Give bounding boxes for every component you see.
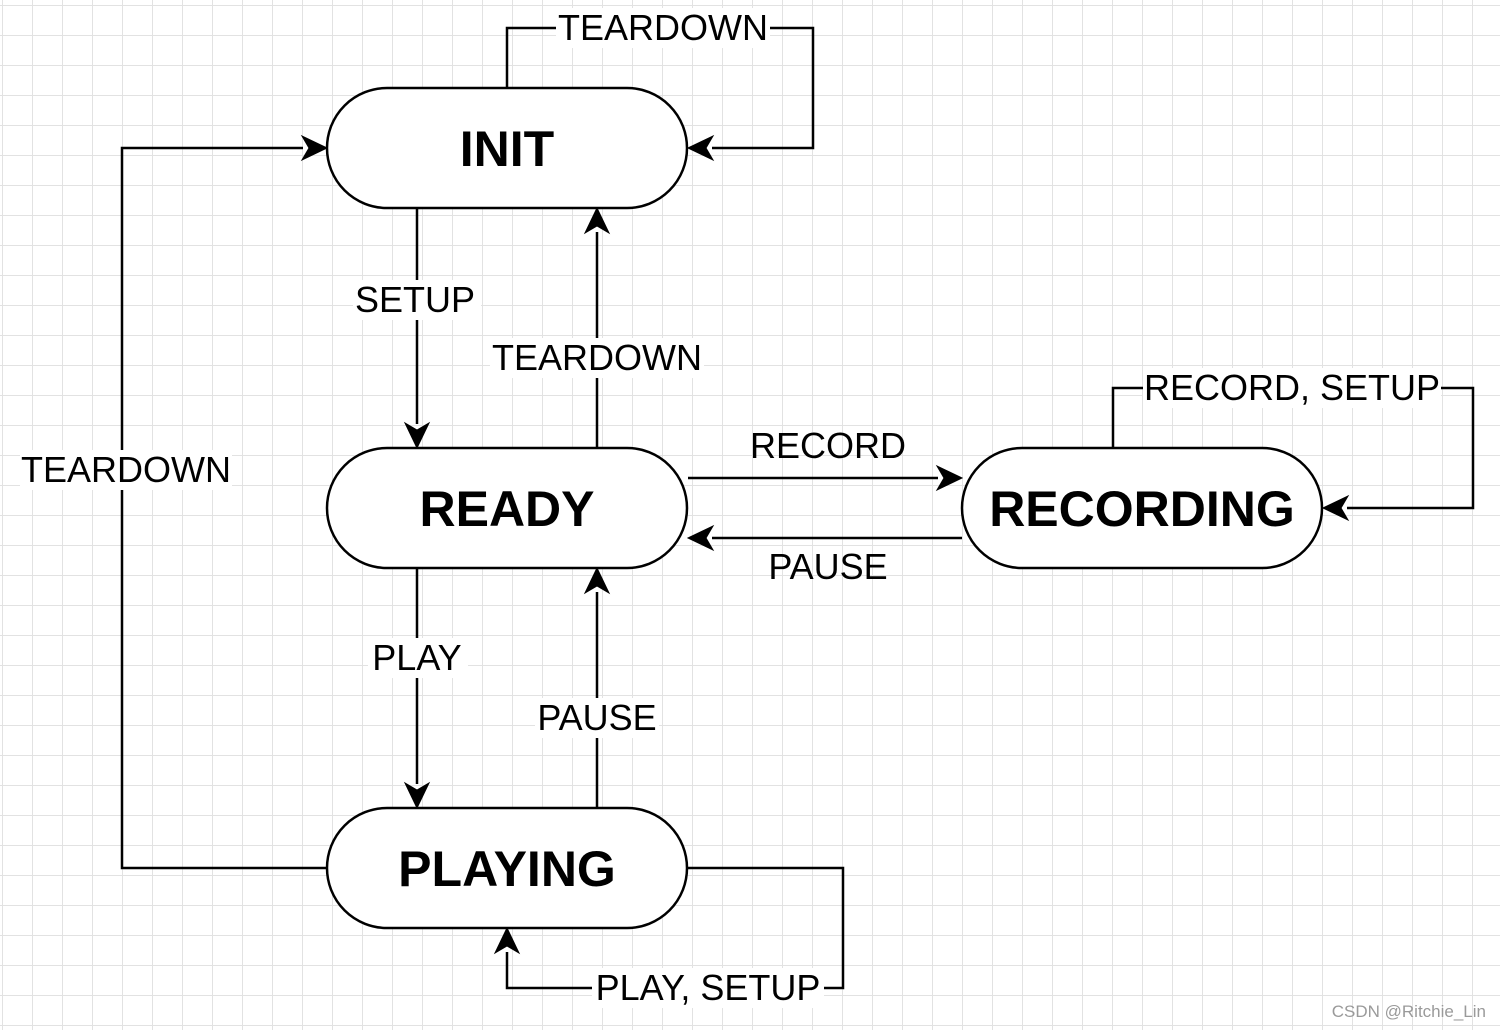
arrow-playing-to-init — [300, 134, 329, 162]
state-init-label: INIT — [460, 121, 554, 177]
label-ready-to-recording: RECORD — [750, 425, 906, 466]
arrow-ready-to-playing — [403, 781, 431, 810]
state-recording: RECORDING — [960, 446, 1324, 570]
label-recording-self: RECORD, SETUP — [1144, 367, 1440, 408]
edge-playing-self — [505, 866, 845, 990]
edge-recording-self — [1111, 386, 1475, 510]
label-playing-to-init: TEARDOWN — [21, 449, 231, 490]
state-init: INIT — [325, 86, 689, 210]
edge-init-self — [505, 26, 815, 150]
state-playing: PLAYING — [325, 806, 689, 930]
label-ready-to-playing: PLAY — [372, 637, 461, 678]
arrow-ready-to-init — [583, 206, 611, 235]
label-init-self: TEARDOWN — [558, 7, 768, 48]
state-ready: READY — [325, 446, 689, 570]
label-playing-self: PLAY, SETUP — [596, 967, 821, 1008]
label-recording-to-ready: PAUSE — [768, 546, 887, 587]
arrow-init-self — [686, 134, 715, 162]
edge-playing-to-init — [120, 146, 327, 870]
label-ready-to-init: TEARDOWN — [492, 337, 702, 378]
state-playing-label: PLAYING — [398, 841, 616, 897]
arrow-playing-self — [493, 926, 521, 955]
watermark: CSDN @Ritchie_Lin — [1331, 1002, 1486, 1021]
label-playing-to-ready: PAUSE — [537, 697, 656, 738]
arrow-init-to-ready — [403, 421, 431, 450]
arrow-recording-self — [1321, 494, 1350, 522]
arrow-recording-to-ready — [686, 524, 715, 552]
state-recording-label: RECORDING — [989, 481, 1295, 537]
arrow-ready-to-recording — [935, 464, 964, 492]
state-ready-label: READY — [419, 481, 594, 537]
arrow-playing-to-ready — [583, 566, 611, 595]
label-init-to-ready: SETUP — [355, 279, 475, 320]
